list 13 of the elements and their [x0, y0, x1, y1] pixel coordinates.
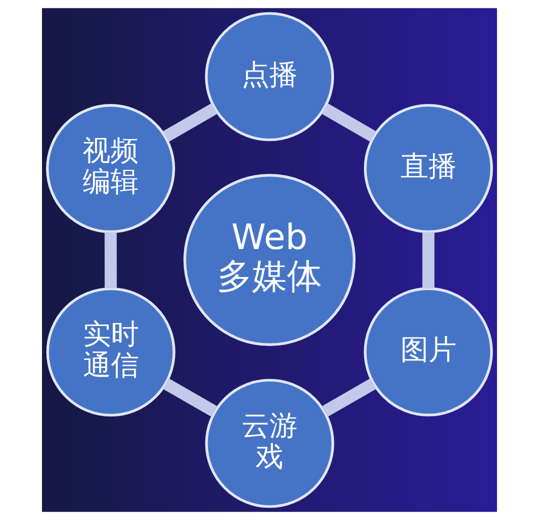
- connector: [322, 103, 376, 142]
- node-circle: Web 多媒体: [183, 174, 356, 346]
- connector: [162, 103, 218, 142]
- node-circle: 图片: [364, 287, 493, 416]
- connector: [322, 378, 376, 417]
- connector: [422, 232, 434, 288]
- node-circle: 视频编辑: [46, 104, 176, 234]
- connector: [104, 232, 117, 288]
- node-circle: 点播: [204, 12, 334, 142]
- node-circle: 直播: [364, 104, 493, 234]
- node-circle: 云游戏: [205, 378, 334, 508]
- connector: [162, 378, 218, 417]
- node-circle: 实时通信: [46, 287, 176, 417]
